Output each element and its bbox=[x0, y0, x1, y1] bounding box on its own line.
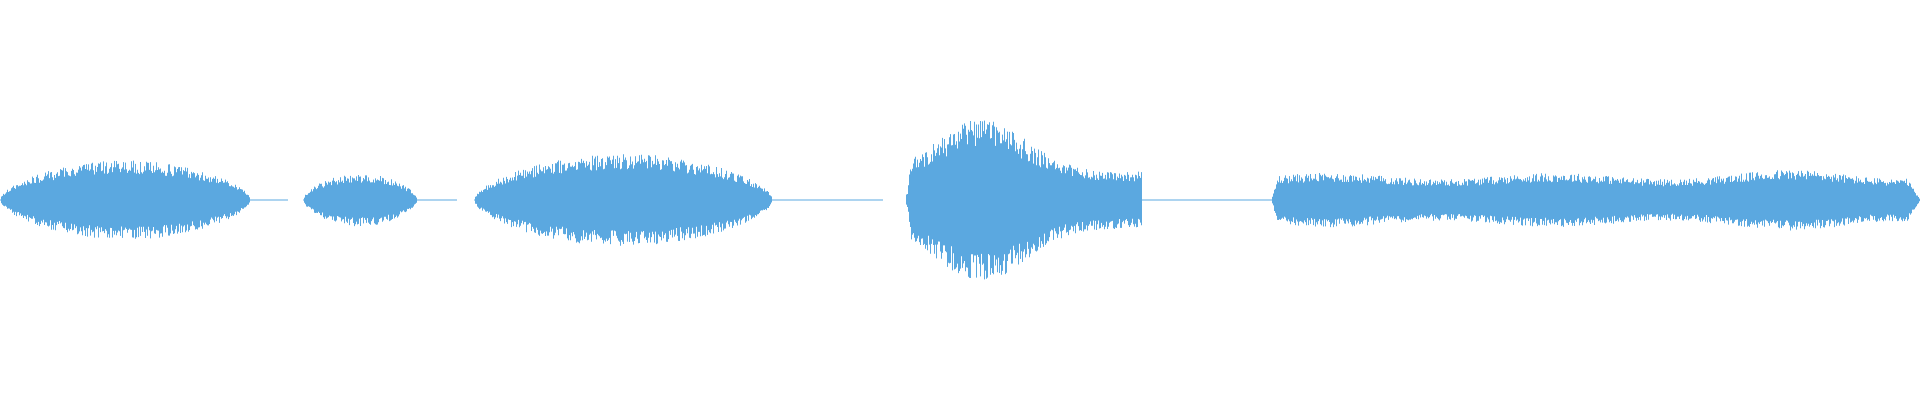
waveform-amplitude-bars bbox=[1271, 170, 1920, 231]
waveform-sound-region bbox=[474, 154, 772, 246]
waveform-sound-region bbox=[1271, 170, 1920, 231]
waveform-sound-region bbox=[303, 175, 417, 227]
waveform-amplitude-bars bbox=[474, 154, 772, 246]
waveform-sound-region bbox=[906, 120, 1142, 280]
waveform-amplitude-bars bbox=[0, 160, 250, 239]
waveform-amplitude-bars bbox=[303, 175, 417, 227]
waveform-amplitude-bars bbox=[906, 120, 1142, 280]
waveform-sound-region bbox=[0, 160, 250, 239]
